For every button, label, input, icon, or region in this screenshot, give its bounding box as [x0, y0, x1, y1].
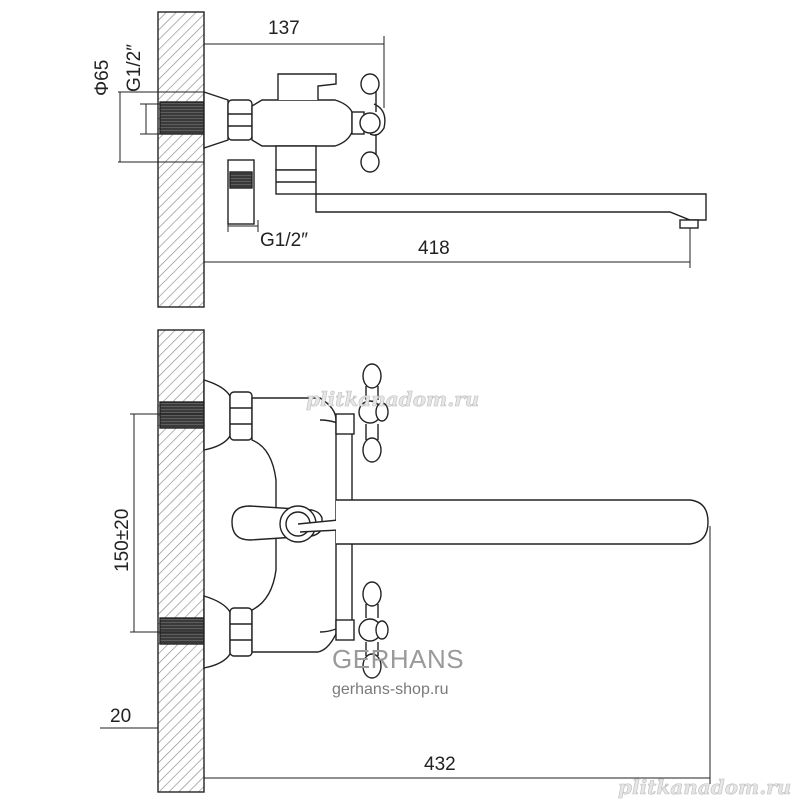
top-view [157, 11, 707, 308]
top-aerator [679, 219, 699, 229]
top-lever [277, 73, 337, 100]
front-view [157, 329, 709, 793]
front-dimension-lines [100, 413, 711, 784]
top-dimension-lines [118, 36, 691, 268]
top-wall-thread [159, 101, 205, 135]
brand-logo: GERHANS [332, 644, 464, 674]
front-upper-nut [229, 391, 253, 441]
front-lower-thread [159, 617, 205, 645]
brand-site: gerhans-shop.ru [332, 681, 449, 698]
front-lower-nut [229, 607, 253, 657]
top-handle-hub [359, 112, 381, 134]
top-bottom-thread [229, 171, 253, 189]
top-wall [157, 11, 205, 308]
dim-g12-bottom: G1/2″ [260, 230, 308, 251]
dim-418: 418 [418, 238, 450, 259]
top-spout [315, 193, 707, 221]
dim-432: 432 [424, 754, 456, 775]
front-spout [336, 499, 709, 545]
watermark-corner: plitkanadom.ru [618, 775, 791, 799]
watermark-center: plitkanadom.ru [306, 387, 479, 411]
dim-g12-left: G1/2″ [124, 44, 145, 92]
dim-137: 137 [268, 18, 300, 39]
top-bottom-pipe [227, 159, 255, 225]
dim-phi65: Φ65 [92, 60, 113, 96]
top-hex-nut [227, 99, 253, 141]
top-mixer-body [251, 99, 353, 147]
dim-150: 150±20 [112, 509, 133, 572]
front-wall [157, 329, 205, 793]
front-upper-thread [159, 401, 205, 429]
dim-20: 20 [110, 706, 131, 727]
